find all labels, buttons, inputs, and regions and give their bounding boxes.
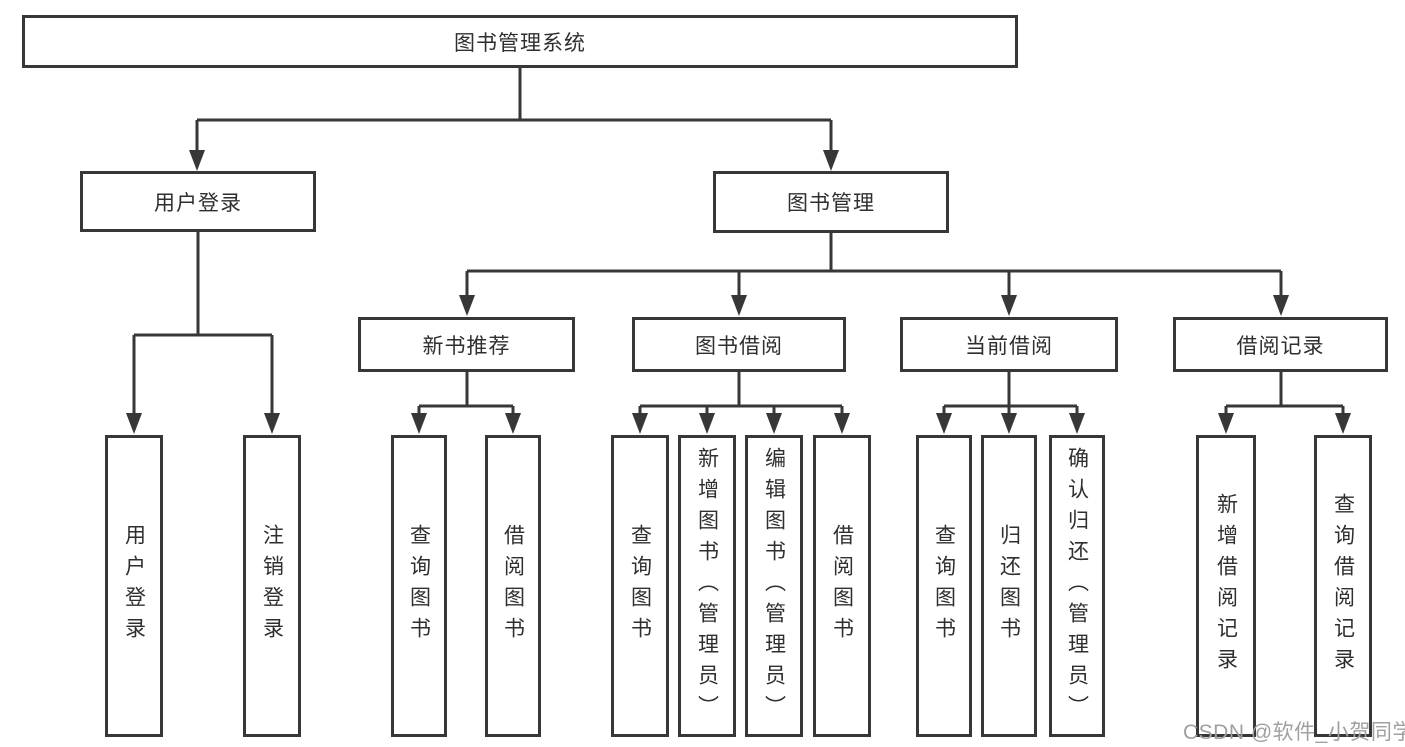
leaf-label-query-books-borrow: 查询图书 — [628, 524, 652, 648]
leaf-add-borrow-record: 新增借阅记录 — [1196, 435, 1256, 737]
leaf-label-logout: 注销登录 — [260, 524, 284, 648]
leaf-label-borrow-books-recommend: 借阅图书 — [501, 524, 525, 648]
leaf-edit-book-admin: 编辑图书（管理员） — [745, 435, 803, 737]
leaf-query-books-borrow: 查询图书 — [611, 435, 669, 737]
leaf-label-user-login: 用户登录 — [122, 524, 146, 648]
leaf-label-query-borrow-record: 查询借阅记录 — [1331, 493, 1355, 679]
node-label-book-borrowing: 图书借阅 — [695, 334, 783, 358]
leaf-query-books-current: 查询图书 — [916, 435, 972, 737]
leaf-add-book-admin: 新增图书（管理员） — [678, 435, 736, 737]
leaf-label-borrow-books: 借阅图书 — [830, 524, 854, 648]
node-new-book-recommendation: 新书推荐 — [358, 317, 575, 372]
leaf-query-borrow-record: 查询借阅记录 — [1314, 435, 1372, 737]
leaf-label-return-books: 归还图书 — [997, 524, 1021, 648]
node-book-management: 图书管理 — [713, 171, 949, 233]
leaf-label-add-borrow-record: 新增借阅记录 — [1214, 493, 1238, 679]
leaf-confirm-return-admin: 确认归还（管理员） — [1049, 435, 1105, 737]
leaf-user-login: 用户登录 — [105, 435, 163, 737]
node-library-management-system: 图书管理系统 — [22, 15, 1018, 68]
leaf-return-books: 归还图书 — [981, 435, 1037, 737]
leaf-label-edit-book-admin: 编辑图书（管理员） — [762, 446, 786, 726]
leaf-label-query-books-recommend: 查询图书 — [407, 524, 431, 648]
leaf-logout: 注销登录 — [243, 435, 301, 737]
leaf-borrow-books: 借阅图书 — [813, 435, 871, 737]
arrowheads — [126, 150, 1351, 434]
node-label-book-management: 图书管理 — [787, 192, 875, 215]
csdn-watermark: CSDN @软件_小贺同学 — [1183, 721, 1405, 744]
leaf-label-confirm-return-admin: 确认归还（管理员） — [1065, 446, 1089, 726]
node-label-root: 图书管理系统 — [454, 31, 586, 55]
leaf-query-books-recommend: 查询图书 — [391, 435, 447, 737]
node-user-login: 用户登录 — [80, 171, 316, 232]
leaf-borrow-books-recommend: 借阅图书 — [485, 435, 541, 737]
node-current-borrowing: 当前借阅 — [900, 317, 1118, 372]
node-borrowing-records: 借阅记录 — [1173, 317, 1388, 372]
node-label-current-borrowing: 当前借阅 — [965, 334, 1053, 358]
node-book-borrowing: 图书借阅 — [632, 317, 846, 372]
leaf-label-query-books-current: 查询图书 — [932, 524, 956, 648]
node-label-new-book-recommendation: 新书推荐 — [422, 334, 511, 358]
node-label-borrowing-records: 借阅记录 — [1236, 334, 1325, 358]
node-label-user-login: 用户登录 — [154, 191, 242, 215]
leaf-label-add-book-admin: 新增图书（管理员） — [695, 446, 719, 726]
